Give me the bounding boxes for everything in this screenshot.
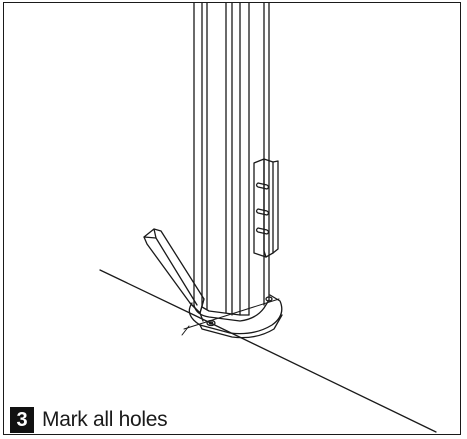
- floor-edge-line: [99, 269, 437, 433]
- base-plate: [188, 294, 283, 339]
- step-instruction: Mark all holes: [42, 408, 168, 431]
- mounting-illustration: [99, 3, 437, 433]
- step-number-badge: 3: [10, 407, 34, 433]
- step-caption: 3 Mark all holes: [10, 407, 176, 433]
- support-post: [193, 3, 270, 322]
- side-bracket: [253, 158, 279, 258]
- pencil-icon: [143, 228, 205, 322]
- instruction-panel: 3 Mark all holes: [3, 2, 461, 435]
